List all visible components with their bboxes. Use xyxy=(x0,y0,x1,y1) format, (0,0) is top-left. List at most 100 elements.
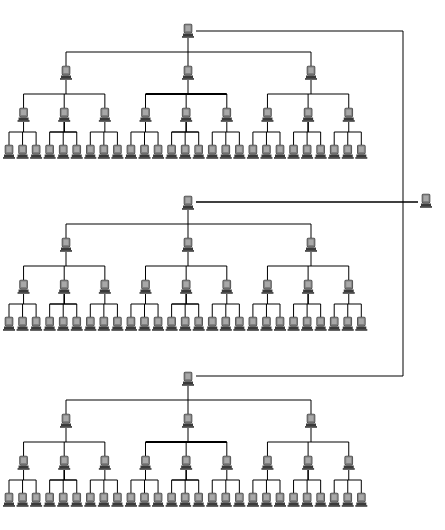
low-terminal-icon[interactable] xyxy=(98,279,111,294)
leaf-terminal-icon[interactable] xyxy=(16,492,29,507)
leaf-terminal-icon[interactable] xyxy=(138,492,151,507)
leaf-terminal-icon[interactable] xyxy=(84,144,97,159)
low-terminal-icon[interactable] xyxy=(342,279,355,294)
low-terminal-icon[interactable] xyxy=(98,107,111,122)
low-terminal-icon[interactable] xyxy=(261,279,274,294)
leaf-terminal-icon[interactable] xyxy=(328,144,341,159)
leaf-terminal-icon[interactable] xyxy=(246,316,259,331)
low-terminal-icon[interactable] xyxy=(139,279,152,294)
low-terminal-icon[interactable] xyxy=(261,107,274,122)
root-terminal-icon[interactable] xyxy=(182,371,194,386)
leaf-terminal-icon[interactable] xyxy=(165,144,178,159)
leaf-terminal-icon[interactable] xyxy=(30,492,43,507)
leaf-terminal-icon[interactable] xyxy=(192,144,205,159)
leaf-terminal-icon[interactable] xyxy=(274,316,286,331)
leaf-terminal-icon[interactable] xyxy=(355,316,368,331)
leaf-terminal-icon[interactable] xyxy=(165,316,178,331)
root-terminal-icon[interactable] xyxy=(182,195,194,210)
leaf-terminal-icon[interactable] xyxy=(233,492,246,507)
mid-terminal-icon[interactable] xyxy=(60,413,72,428)
leaf-terminal-icon[interactable] xyxy=(206,492,219,507)
leaf-terminal-icon[interactable] xyxy=(124,316,137,331)
leaf-terminal-icon[interactable] xyxy=(341,492,354,507)
mid-terminal-icon[interactable] xyxy=(182,65,194,80)
low-terminal-icon[interactable] xyxy=(17,455,30,470)
leaf-terminal-icon[interactable] xyxy=(260,316,273,331)
leaf-terminal-icon[interactable] xyxy=(97,316,110,331)
leaf-terminal-icon[interactable] xyxy=(301,144,314,159)
leaf-terminal-icon[interactable] xyxy=(30,316,43,331)
leaf-terminal-icon[interactable] xyxy=(287,144,300,159)
leaf-terminal-icon[interactable] xyxy=(165,492,178,507)
leaf-terminal-icon[interactable] xyxy=(192,316,205,331)
leaf-terminal-icon[interactable] xyxy=(274,492,286,507)
low-terminal-icon[interactable] xyxy=(139,455,152,470)
leaf-terminal-icon[interactable] xyxy=(124,144,137,159)
leaf-terminal-icon[interactable] xyxy=(138,316,151,331)
mid-terminal-icon[interactable] xyxy=(60,65,72,80)
leaf-terminal-icon[interactable] xyxy=(30,144,43,159)
leaf-terminal-icon[interactable] xyxy=(97,144,110,159)
leaf-terminal-icon[interactable] xyxy=(287,316,300,331)
leaf-terminal-icon[interactable] xyxy=(152,492,165,507)
leaf-terminal-icon[interactable] xyxy=(70,492,83,507)
low-terminal-icon[interactable] xyxy=(98,455,111,470)
mid-terminal-icon[interactable] xyxy=(60,237,72,252)
low-terminal-icon[interactable] xyxy=(220,107,233,122)
leaf-terminal-icon[interactable] xyxy=(233,316,246,331)
leaf-terminal-icon[interactable] xyxy=(206,144,219,159)
low-terminal-icon[interactable] xyxy=(302,279,315,294)
leaf-terminal-icon[interactable] xyxy=(152,316,165,331)
mid-terminal-icon[interactable] xyxy=(305,413,317,428)
leaf-terminal-icon[interactable] xyxy=(111,144,124,159)
low-terminal-icon[interactable] xyxy=(302,455,315,470)
low-terminal-icon[interactable] xyxy=(180,455,193,470)
leaf-terminal-icon[interactable] xyxy=(57,492,70,507)
leaf-terminal-icon[interactable] xyxy=(84,492,97,507)
leaf-terminal-icon[interactable] xyxy=(179,144,192,159)
leaf-terminal-icon[interactable] xyxy=(301,492,314,507)
low-terminal-icon[interactable] xyxy=(58,279,71,294)
root-terminal-icon[interactable] xyxy=(182,23,194,38)
leaf-terminal-icon[interactable] xyxy=(179,316,192,331)
low-terminal-icon[interactable] xyxy=(220,279,233,294)
leaf-terminal-icon[interactable] xyxy=(152,144,165,159)
leaf-terminal-icon[interactable] xyxy=(274,144,286,159)
leaf-terminal-icon[interactable] xyxy=(3,144,15,159)
central-hub-terminal-icon[interactable] xyxy=(420,193,432,208)
leaf-terminal-icon[interactable] xyxy=(192,492,205,507)
low-terminal-icon[interactable] xyxy=(139,107,152,122)
leaf-terminal-icon[interactable] xyxy=(111,316,124,331)
leaf-terminal-icon[interactable] xyxy=(287,492,300,507)
leaf-terminal-icon[interactable] xyxy=(314,144,327,159)
leaf-terminal-icon[interactable] xyxy=(43,492,56,507)
leaf-terminal-icon[interactable] xyxy=(70,144,83,159)
leaf-terminal-icon[interactable] xyxy=(219,144,232,159)
leaf-terminal-icon[interactable] xyxy=(43,144,56,159)
leaf-terminal-icon[interactable] xyxy=(341,316,354,331)
leaf-terminal-icon[interactable] xyxy=(16,316,29,331)
leaf-terminal-icon[interactable] xyxy=(355,492,368,507)
leaf-terminal-icon[interactable] xyxy=(328,316,341,331)
leaf-terminal-icon[interactable] xyxy=(328,492,341,507)
leaf-terminal-icon[interactable] xyxy=(355,144,368,159)
leaf-terminal-icon[interactable] xyxy=(233,144,246,159)
leaf-terminal-icon[interactable] xyxy=(43,316,56,331)
leaf-terminal-icon[interactable] xyxy=(246,492,259,507)
leaf-terminal-icon[interactable] xyxy=(3,316,15,331)
low-terminal-icon[interactable] xyxy=(342,107,355,122)
low-terminal-icon[interactable] xyxy=(180,279,193,294)
low-terminal-icon[interactable] xyxy=(17,107,30,122)
leaf-terminal-icon[interactable] xyxy=(97,492,110,507)
mid-terminal-icon[interactable] xyxy=(182,237,194,252)
leaf-terminal-icon[interactable] xyxy=(260,492,273,507)
leaf-terminal-icon[interactable] xyxy=(179,492,192,507)
leaf-terminal-icon[interactable] xyxy=(206,316,219,331)
leaf-terminal-icon[interactable] xyxy=(16,144,29,159)
leaf-terminal-icon[interactable] xyxy=(57,316,70,331)
leaf-terminal-icon[interactable] xyxy=(341,144,354,159)
mid-terminal-icon[interactable] xyxy=(305,237,317,252)
leaf-terminal-icon[interactable] xyxy=(57,144,70,159)
leaf-terminal-icon[interactable] xyxy=(301,316,314,331)
low-terminal-icon[interactable] xyxy=(302,107,315,122)
